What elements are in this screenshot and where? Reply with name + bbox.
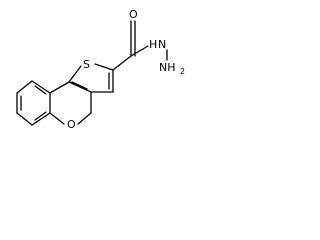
- bond-s-c2: [94, 63, 114, 71]
- bond-benzene-1: [16, 80, 33, 94]
- benzene-ring: [16, 80, 51, 126]
- bond-c3a-c9a: [68, 81, 92, 93]
- amino-subscript-label: 2: [180, 67, 185, 76]
- double-bond-benzene-b: [34, 111, 47, 121]
- bond-c5a-o: [49, 112, 65, 125]
- bond-benzene-3: [16, 112, 33, 126]
- pyran-ring: [49, 81, 92, 125]
- sulfur-atom-label: S: [83, 58, 90, 71]
- bond-c9a-s: [68, 65, 82, 83]
- double-bond-benzene-c: [34, 85, 47, 95]
- carbonyl-oxygen-label: O: [129, 8, 138, 21]
- bond-benzene-4: [31, 112, 51, 126]
- double-bond-c3a-c9a: [71, 81, 88, 90]
- bond-carbonyl-nh: [130, 45, 149, 57]
- bond-o-ch2: [77, 112, 92, 125]
- atom-labels: S O O H N NH 2: [67, 8, 185, 131]
- hydrazide-n-label: N: [158, 38, 166, 51]
- amino-nh-label: NH: [159, 61, 176, 74]
- bond-c9b-c9a: [49, 81, 70, 94]
- hydrazide-h-label: H: [149, 38, 157, 51]
- ring-oxygen-label: O: [67, 118, 76, 131]
- thiophene-ring: [68, 63, 114, 93]
- chemical-structure-diagram: S O O H N NH 2: [16, 8, 185, 131]
- bond-c2-carbonyl: [112, 55, 132, 71]
- bond-benzene-6: [31, 80, 51, 94]
- carbohydrazide-group: [112, 20, 168, 71]
